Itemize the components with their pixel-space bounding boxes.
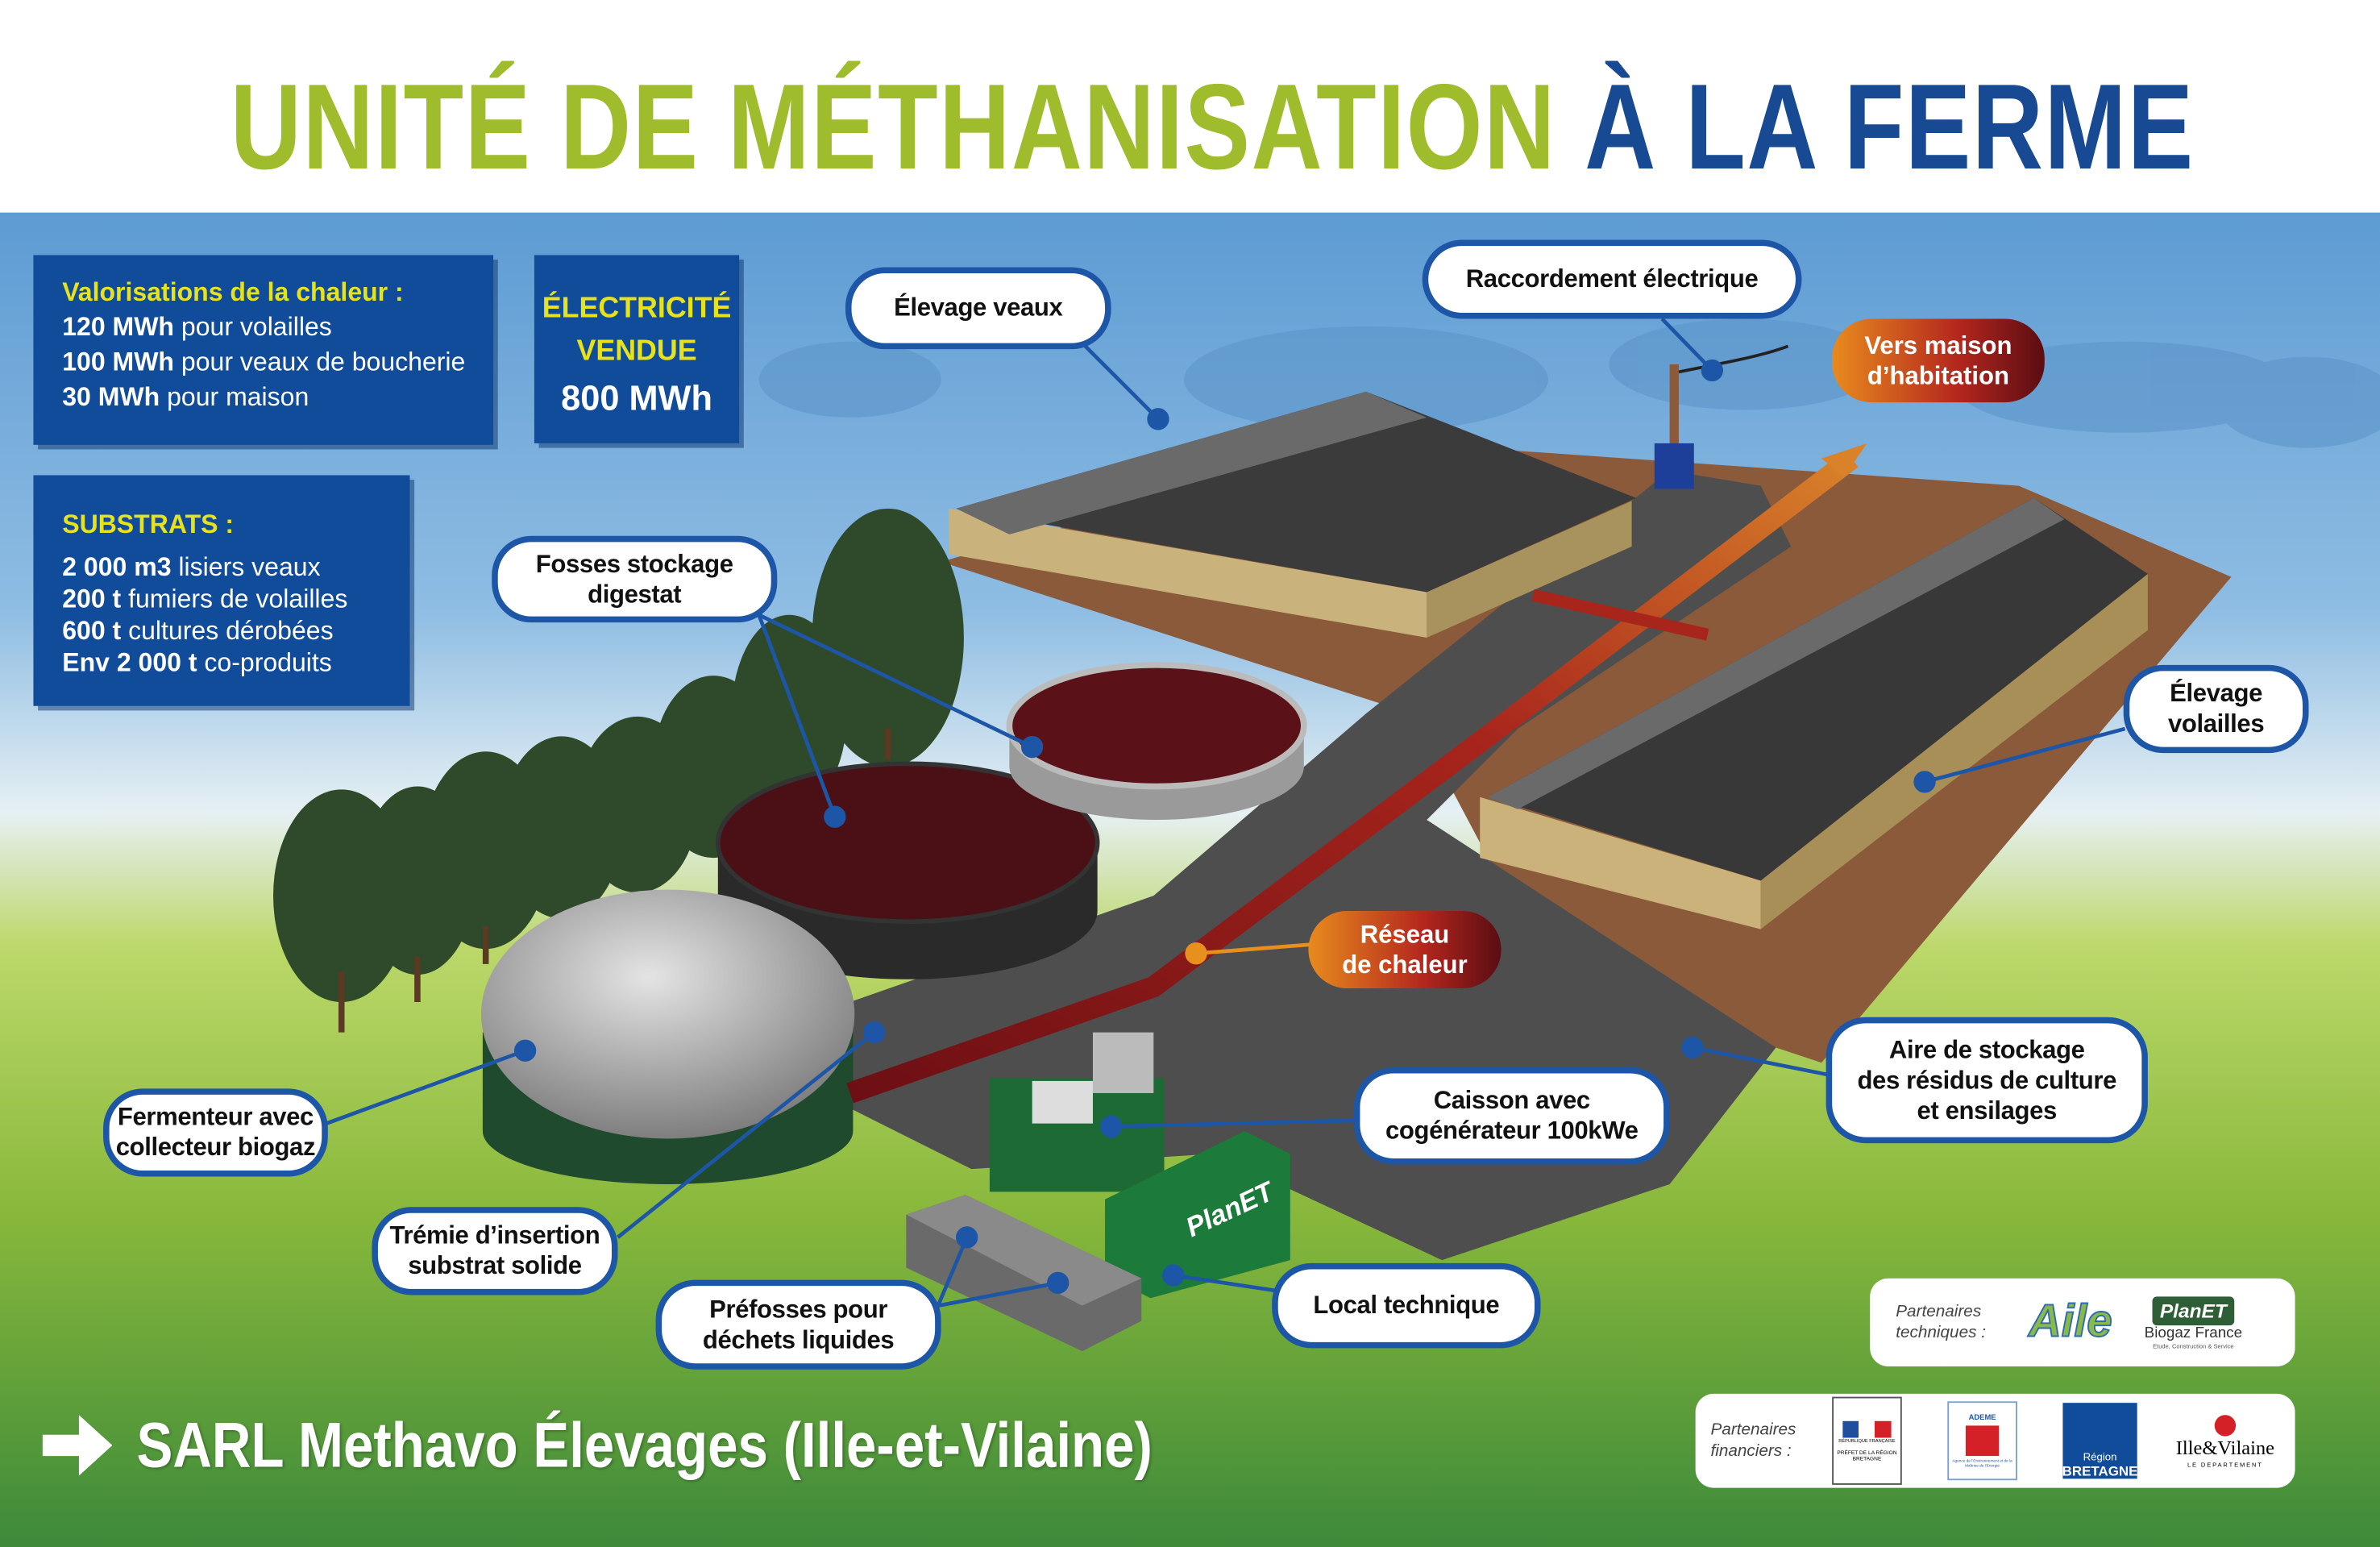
substrate-text: lisiers veaux — [178, 552, 321, 582]
label-local-technique: Local technique — [1272, 1262, 1541, 1349]
label-text: Raccordement électrique — [1465, 265, 1759, 293]
site-name: SARL Methavo Élevages (Ille-et-Vilaine) — [42, 1408, 1332, 1482]
substrate-value: 2 000 m3 — [62, 552, 172, 582]
technical-container: PlanET — [1105, 1131, 1290, 1299]
substrate-value: 200 t — [62, 584, 122, 613]
poultry-barn — [1480, 497, 2148, 929]
label-text: déchets liquides — [702, 1326, 895, 1354]
label-text: Élevage veaux — [894, 294, 1063, 322]
substrate-value: Env 2 000 t — [62, 648, 197, 677]
label-text: digestat — [588, 580, 682, 609]
label-text: cogénérateur 100kWe — [1385, 1117, 1639, 1146]
page-title: UNITÉ DE MÉTHANISATION À LA FERME — [0, 58, 2380, 198]
label-text: Vers maison — [1864, 331, 2012, 360]
cogeneration-unit — [989, 1032, 1165, 1192]
ademe-logo: ADEME Agence de l’Environnement et de la… — [1947, 1401, 2017, 1481]
substrates-heading: SUBSTRATS : — [62, 509, 235, 539]
electricity-line-1: ÉLECTRICITÉ — [542, 293, 732, 326]
label-text: Réseau — [1360, 921, 1450, 949]
electricity-value: 800 MWh — [561, 377, 712, 418]
title-part-2: À LA FERME — [1585, 59, 2195, 195]
calf-barn — [949, 391, 1637, 638]
label-text: et ensilages — [1917, 1096, 2058, 1125]
label-text: Élevage — [2170, 680, 2263, 708]
label-text: des résidus de culture — [1857, 1067, 2117, 1094]
label-text: volailles — [2167, 710, 2265, 738]
heat-text: pour volailles — [181, 312, 332, 342]
label-text: d’habitation — [1867, 362, 2010, 390]
label-text: substrat solide — [408, 1252, 582, 1280]
label-text: collecteur biogaz — [115, 1133, 316, 1162]
heat-heading: Valorisations de la chaleur : — [62, 277, 404, 307]
electricity-line-2: VENDUE — [576, 335, 697, 368]
electric-cabinet — [1654, 443, 1694, 489]
planet-logo: PlanET Biogaz France Etude, Construction… — [2139, 1295, 2249, 1349]
electric-pole — [1669, 364, 1679, 455]
heat-value: 100 MWh — [62, 347, 174, 377]
heat-valorization-box: Valorisations de la chaleur : 120 MWh po… — [33, 255, 494, 445]
title-part-1: UNITÉ DE MÉTHANISATION — [230, 59, 1556, 195]
label-text: Caisson avec — [1433, 1087, 1591, 1115]
label-text: Aire de stockage — [1888, 1036, 2085, 1064]
heat-value: 30 MWh — [62, 382, 160, 412]
leader-lines — [326, 317, 2126, 1308]
heat-text: pour veaux de boucherie — [181, 347, 466, 377]
ille-et-vilaine-logo: Ille&Vilaine LE DEPARTEMENT — [2165, 1414, 2287, 1467]
site-name-text: SARL Methavo Élevages (Ille-et-Vilaine) — [136, 1408, 1153, 1481]
heat-branch-pipe — [1531, 588, 1709, 641]
label-raccordement-electrique: Raccordement électrique — [1422, 239, 1802, 319]
power-cables — [1678, 344, 1789, 374]
digester — [481, 889, 855, 1184]
label-text: Préfosses pour — [709, 1295, 888, 1324]
label-elevage-veaux: Élevage veaux — [845, 267, 1111, 350]
prefet-bretagne-logo: RÉPUBLIQUE FRANÇAISE PRÉFET DE LA RÉGION… — [1832, 1396, 1902, 1485]
heat-text: pour maison — [167, 382, 309, 412]
label-text: de chaleur — [1342, 950, 1468, 979]
label-text: Trémie d’insertion — [389, 1222, 600, 1250]
heat-value: 120 MWh — [62, 312, 174, 342]
substrate-value: 600 t — [62, 616, 122, 646]
digestate-tank-small — [1006, 662, 1307, 820]
title-band — [0, 0, 2380, 213]
label-text: Fosses stockage — [535, 550, 733, 578]
right-arrow-icon — [42, 1415, 113, 1476]
tree-row — [272, 508, 964, 1033]
pipe-arrowhead — [1821, 443, 1867, 477]
heat-network-pipe — [846, 450, 1859, 1104]
substrates-box: SUBSTRATS : 2 000 m3 lisiers veaux 200 t… — [33, 475, 410, 706]
aile-logo: Aile — [2028, 1295, 2113, 1347]
substrate-text: co-produits — [204, 648, 332, 677]
label-text: Local technique — [1313, 1291, 1500, 1320]
electricity-sold-box: ÉLECTRICITÉ VENDUE 800 MWh — [534, 255, 740, 443]
substrate-text: fumiers de volailles — [128, 584, 348, 613]
label-text: Fermenteur avec — [117, 1104, 314, 1132]
region-bretagne-logo: Région BRETAGNE — [2062, 1403, 2137, 1479]
substrate-text: cultures dérobées — [128, 616, 334, 646]
